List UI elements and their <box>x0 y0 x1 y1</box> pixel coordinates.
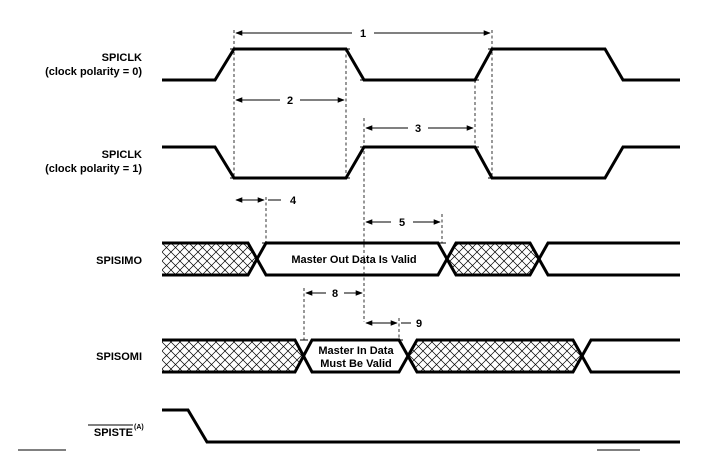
parameter-4-label: 4 <box>290 195 297 207</box>
spisomi-invalid-region <box>162 340 304 372</box>
spisomi-valid-text-line1: Master In Data <box>318 345 394 357</box>
spiclk-pol1-sublabel: (clock polarity = 1) <box>45 163 142 175</box>
reference-lines <box>233 30 493 340</box>
spisomi-waveform: Master In Data Must Be Valid <box>162 338 680 374</box>
parameter-3-label: 3 <box>415 123 421 135</box>
spisimo-waveform: Master Out Data Is Valid <box>162 241 680 277</box>
spisimo-valid-text: Master Out Data Is Valid <box>291 254 416 266</box>
parameter-8-label: 8 <box>332 288 338 300</box>
spisimo-label: SPISIMO <box>96 255 142 267</box>
parameter-1-label: 1 <box>360 28 366 40</box>
spiste-superscript: (A) <box>134 424 144 431</box>
spiclk-pol1-label: SPICLK <box>102 149 142 161</box>
parameter-2-label: 2 <box>287 95 293 107</box>
spiclk-pol1-waveform <box>162 145 680 180</box>
spiclk-pol0-sublabel: (clock polarity = 0) <box>45 66 142 78</box>
spisomi-valid-text-line2: Must Be Valid <box>320 358 392 370</box>
spisimo-invalid-region <box>162 243 257 275</box>
timing-parameter-8: 8 <box>305 288 363 300</box>
timing-parameter-5: 5 <box>365 217 441 229</box>
parameter-9-label: 9 <box>416 318 422 330</box>
edge-ticks <box>230 48 496 341</box>
spiclk-pol0-waveform <box>162 47 680 82</box>
spiste-label: SPISTE <box>94 427 133 439</box>
timing-parameter-2: 2 <box>235 95 345 107</box>
spisimo-invalid-region <box>446 243 540 275</box>
timing-parameter-9: 9 <box>365 318 422 330</box>
spiclk-pol0-label: SPICLK <box>102 52 142 64</box>
timing-parameter-3: 3 <box>365 123 474 135</box>
timing-parameter-4: 4 <box>235 195 297 207</box>
spisomi-invalid-region <box>407 340 583 372</box>
spiste-waveform <box>162 408 680 444</box>
parameter-5-label: 5 <box>399 217 405 229</box>
timing-parameter-1: 1 <box>235 28 491 40</box>
spisomi-label: SPISOMI <box>96 351 142 363</box>
